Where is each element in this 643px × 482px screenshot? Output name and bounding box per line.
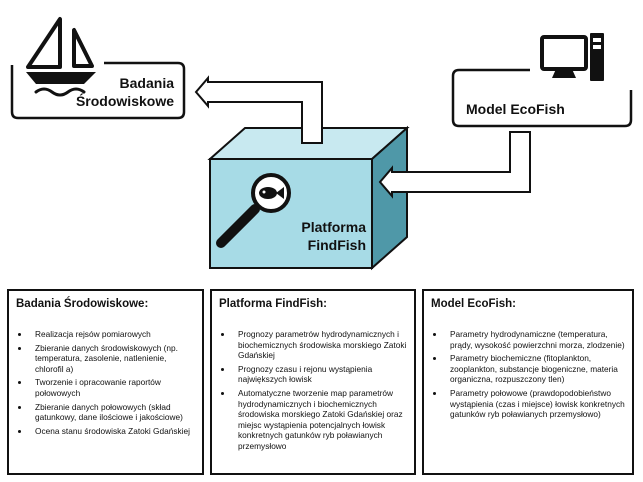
platform-panel-title: Platforma FindFish: — [219, 298, 327, 310]
research-panel-list: Realizacja rejsów pomiarowych Zbieranie … — [16, 329, 196, 436]
research-label-line2: Środowiskowe — [75, 93, 174, 109]
platform-label-line1: Platforma — [301, 219, 366, 235]
platform-panel-list: Prognozy parametrów hydrodynamicznych i … — [219, 329, 408, 452]
list-item: Parametry połowowe (prawdopodobieństwo w… — [445, 388, 626, 420]
list-item: Prognozy parametrów hydrodynamicznych i … — [233, 329, 408, 361]
model-label-text: Model EcoFish — [466, 101, 565, 117]
research-node-label: Badania — [112, 74, 174, 92]
list-item: Parametry hydrodynamiczne (temperatura, … — [445, 329, 626, 350]
magnifier-fish-icon — [216, 173, 291, 248]
research-panel-title: Badania Środowiskowe: — [16, 298, 149, 310]
platform-node-label: Platforma FindFish — [294, 218, 366, 254]
list-item: Tworzenie i opracowanie raportów połowow… — [30, 377, 196, 398]
research-label-line1: Badania — [119, 75, 174, 91]
sailboat-icon — [26, 17, 96, 97]
list-item: Prognozy czasu i rejonu wystąpienia najw… — [233, 364, 408, 385]
list-item: Parametry biochemiczne (fitoplankton, zo… — [445, 353, 626, 385]
platform-panel: Platforma FindFish: Prognozy parametrów … — [210, 289, 416, 475]
list-item: Zbieranie danych środowiskowych (np. tem… — [30, 343, 196, 375]
platform-cube-front — [209, 158, 373, 269]
arrow-model-to-platform — [378, 131, 531, 199]
model-node-label: Model EcoFish — [466, 100, 565, 118]
list-item: Realizacja rejsów pomiarowych — [30, 329, 196, 340]
research-node-box — [10, 61, 186, 120]
research-node-label-2: Środowiskowe — [70, 92, 174, 110]
list-item: Automatyczne tworzenie map parametrów hy… — [233, 388, 408, 452]
desktop-computer-icon — [540, 33, 604, 81]
model-panel-list: Parametry hydrodynamiczne (temperatura, … — [431, 329, 626, 420]
model-panel-title: Model EcoFish: — [431, 298, 516, 310]
model-panel: Model EcoFish: Parametry hydrodynamiczne… — [422, 289, 634, 475]
arrow-platform-to-research — [194, 75, 323, 144]
platform-label-line2: FindFish — [307, 237, 366, 253]
model-node-box — [451, 68, 633, 128]
list-item: Ocena stanu środowiska Zatoki Gdańskiej — [30, 426, 196, 437]
research-panel: Badania Środowiskowe: Realizacja rejsów … — [7, 289, 204, 475]
list-item: Zbieranie danych połowowych (skład gatun… — [30, 402, 196, 423]
